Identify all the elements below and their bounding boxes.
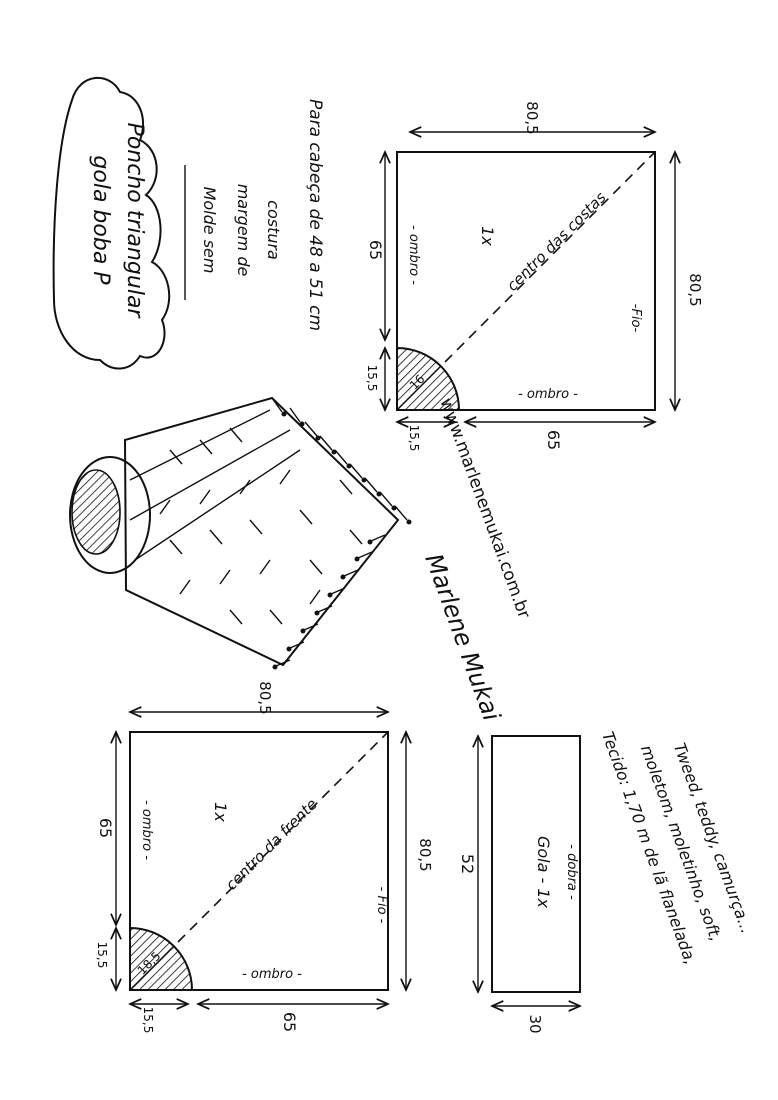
front-neck-bottom: 15,5 <box>141 1007 155 1034</box>
poncho-illustration <box>69 396 412 670</box>
front-neck-left: 15,5 <box>95 942 109 969</box>
back-neck-left: 15,5 <box>365 365 379 392</box>
mold-line2: margem de <box>234 184 253 277</box>
front-bottom-side: 65 <box>280 1012 299 1032</box>
title-line1: Poncho triangular <box>122 123 147 320</box>
front-shoulder-left: - ombro - <box>139 800 154 860</box>
back-quantity: 1x <box>478 226 497 246</box>
seam-note: Molde sem margem de costura <box>184 165 283 300</box>
back-top-width: 80,5 <box>523 101 541 134</box>
collar-length: 52 <box>458 854 477 874</box>
title-cloud: Poncho triangular gola boba P <box>52 77 171 370</box>
back-center-label: centro das costas <box>503 188 609 294</box>
collar-width: 30 <box>526 1014 544 1033</box>
front-top-width: 80,5 <box>256 681 274 714</box>
signature: Marlene Mukai <box>419 550 505 725</box>
back-shoulder-bottom: - ombro - <box>518 387 578 402</box>
head-size-note: Para cabeça de 48 a 51 cm <box>305 99 325 331</box>
collar-fold: - dobra - <box>564 844 579 900</box>
back-bottom-side: 65 <box>544 430 563 450</box>
back-right-height: 80,5 <box>686 273 704 306</box>
collar-piece: 52 30 Gola - 1x - dobra - <box>458 736 580 1034</box>
front-shoulder-bottom: - ombro - <box>242 967 302 982</box>
back-piece: 80,5 80,5 65 - ombro - 15,5 15,5 65 - om… <box>365 101 704 451</box>
collar-label: Gola - 1x <box>534 836 553 909</box>
mold-line1: Molde sem <box>200 187 219 274</box>
back-neck-bottom: 15,5 <box>407 425 421 452</box>
back-left-side: 65 <box>366 240 385 260</box>
title-line2: gola boba P <box>88 155 113 285</box>
front-grain: - Fio - <box>374 887 389 924</box>
back-shoulder-left: - ombro - <box>406 225 421 285</box>
fringe <box>271 397 412 670</box>
front-quantity: 1x <box>211 802 230 822</box>
mold-line3: costura <box>264 200 283 260</box>
front-center-label: centro da frente <box>222 795 321 894</box>
fabric-note: Tecido: 1,70 m de lã flanelada, moletom,… <box>598 729 756 967</box>
front-right-height: 80,5 <box>416 838 434 871</box>
front-left-side: 65 <box>96 818 115 838</box>
back-grain: -Fio- <box>628 304 643 333</box>
front-piece: 80,5 80,5 65 - ombro - 15,5 15,5 65 - om… <box>95 681 434 1033</box>
